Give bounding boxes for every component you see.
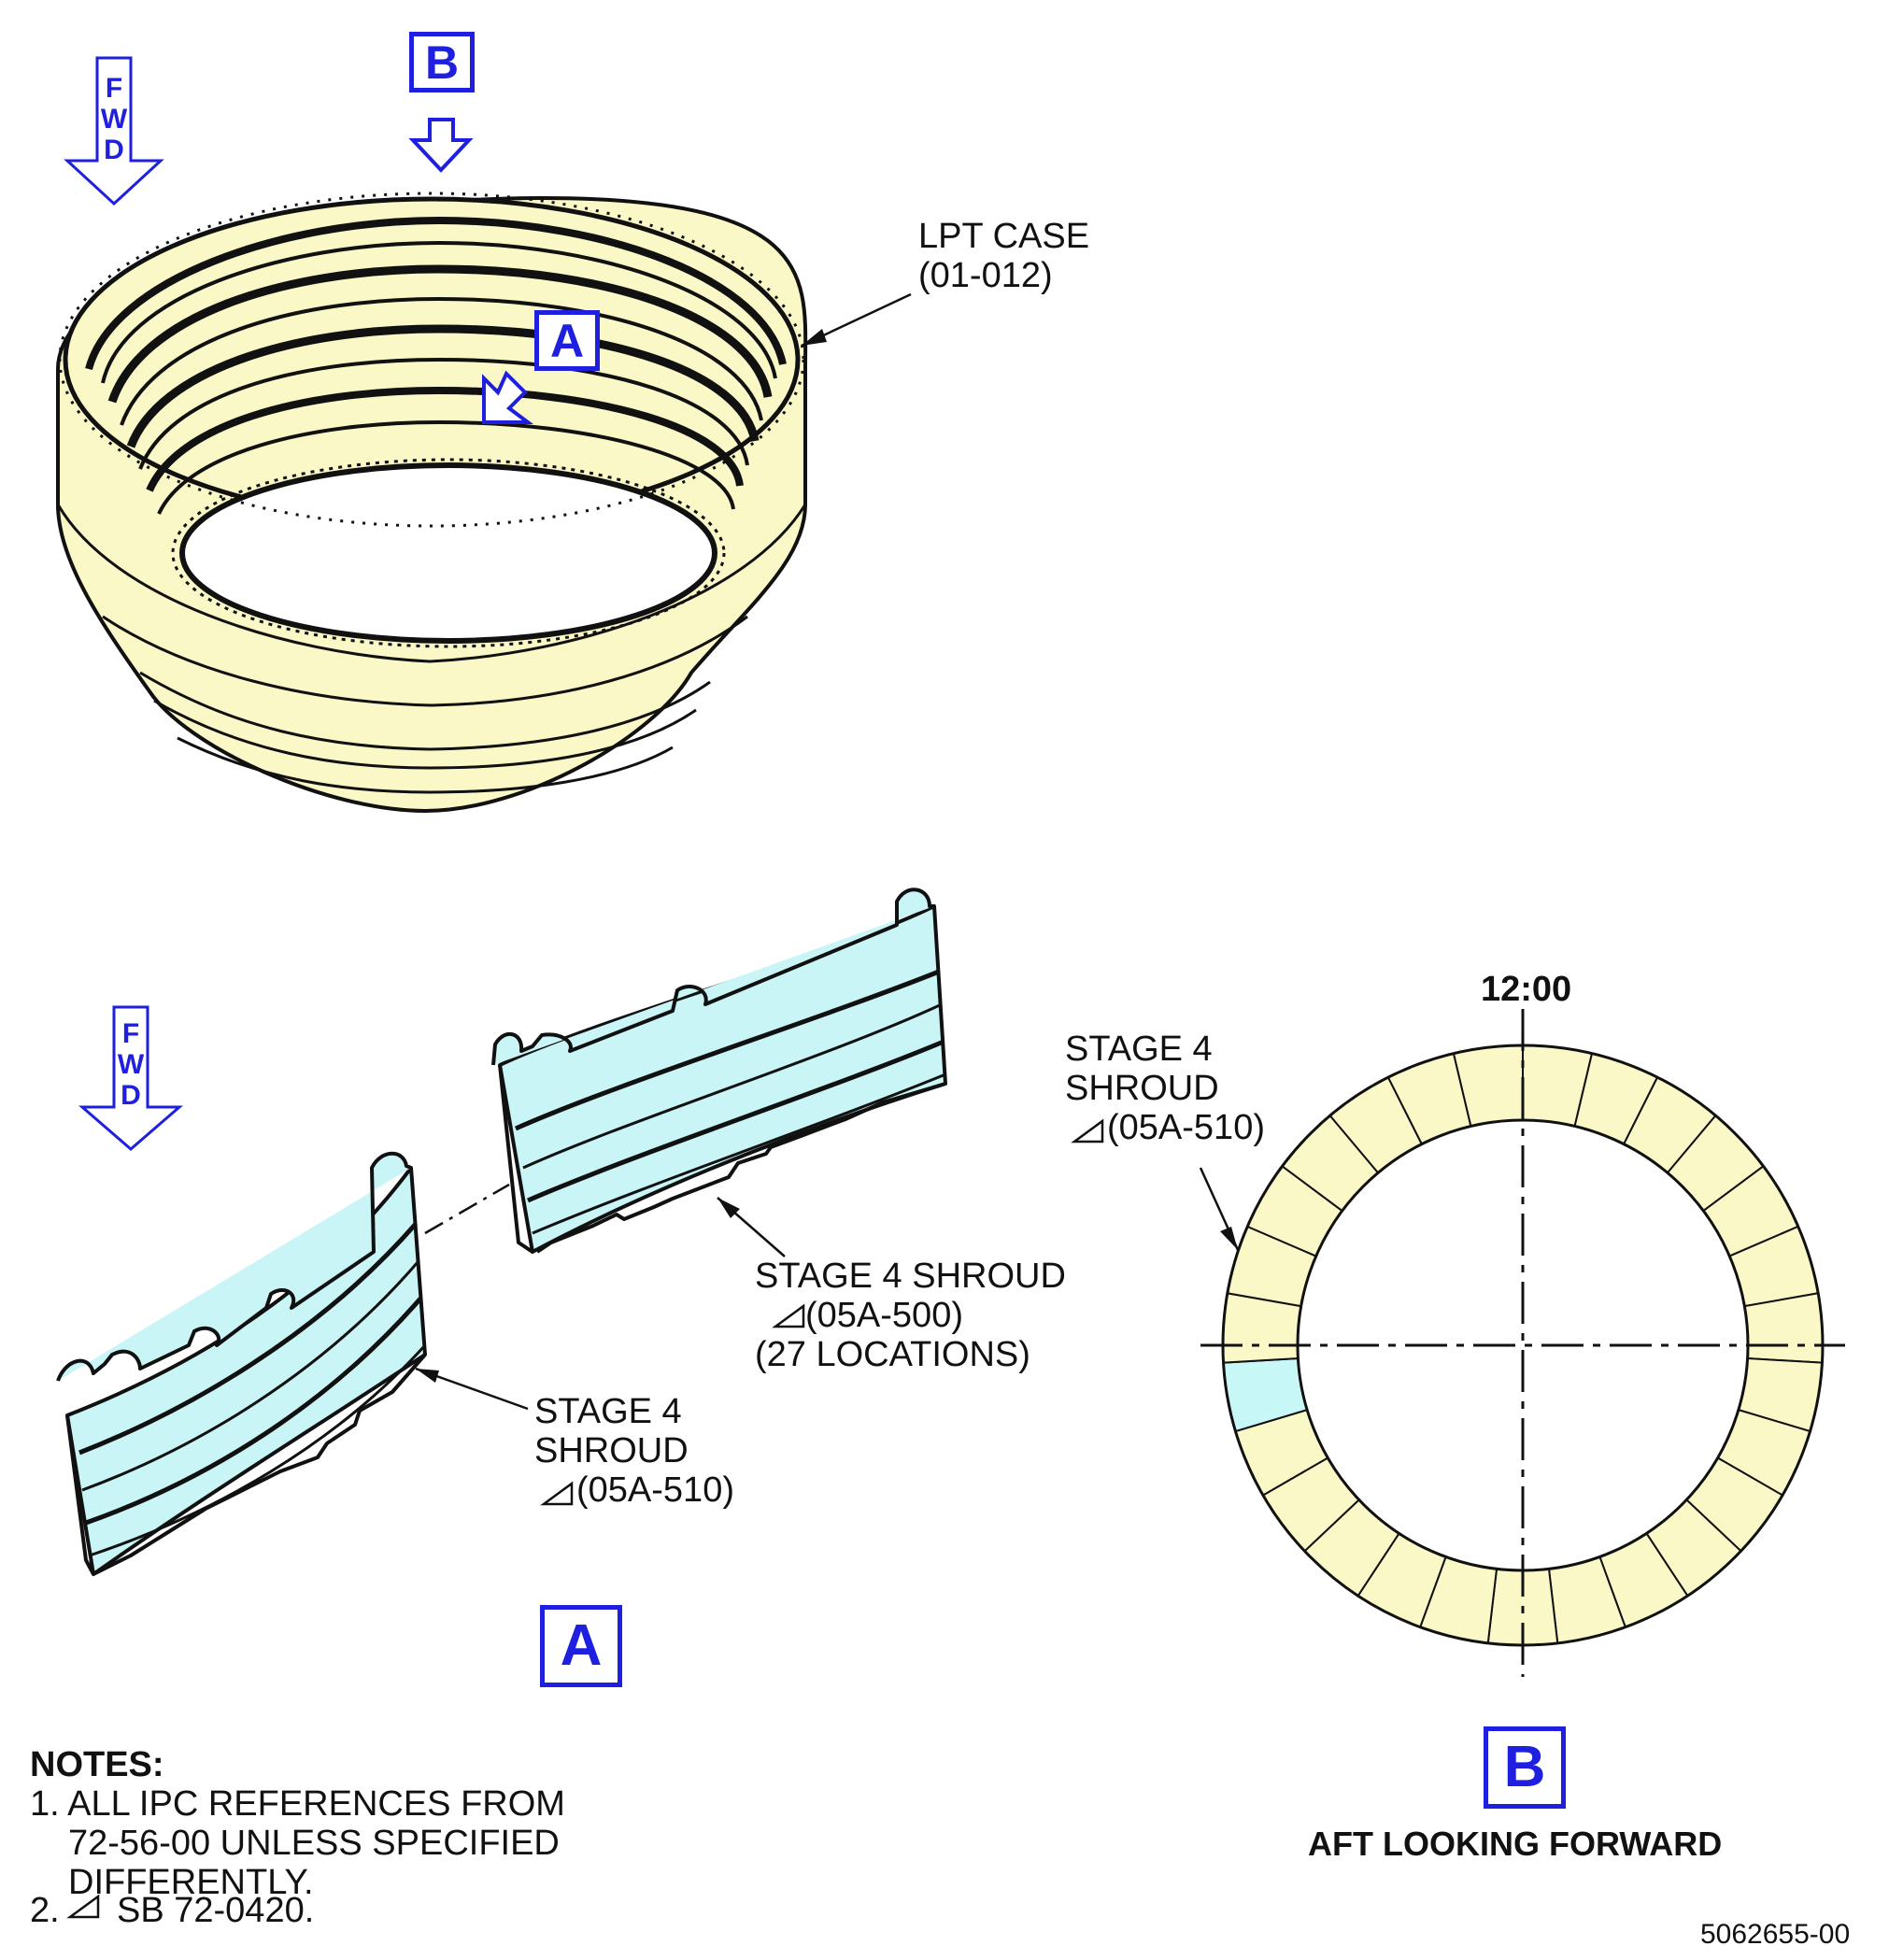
assembly-connector: [424, 1183, 510, 1235]
notes-title: NOTES:: [30, 1745, 164, 1784]
shroud-500-locations: (27 LOCATIONS): [755, 1335, 1030, 1374]
lpt-case-ref: (01-012): [918, 256, 1053, 295]
note-2-text: SB 72-0420.: [117, 1891, 315, 1930]
shroud-500-label: STAGE 4 SHROUD: [755, 1257, 1066, 1296]
clock-12-label: 12:00: [1481, 970, 1572, 1009]
stage4-shroud-500-illustration: [491, 888, 947, 1254]
drawing-number: 5062655-00: [1700, 1919, 1851, 1950]
ring-segment: [1743, 1292, 1824, 1364]
view-b-callout[interactable]: B: [409, 32, 475, 92]
view-a-label: A: [540, 1605, 622, 1687]
ring-shroud-510-ref: (05A-510): [1107, 1108, 1265, 1147]
shroud-510-ref: (05A-510): [576, 1470, 734, 1510]
ring-shroud-510-label-line1: STAGE 4: [1065, 1030, 1213, 1069]
view-a-arrow: [482, 370, 533, 424]
stage4-shroud-510-illustration: [56, 1151, 427, 1576]
view-b-arrow: [408, 118, 474, 173]
fwd-letter-f-top: F: [105, 73, 123, 104]
ring-shroud-510-label-line2: SHROUD: [1065, 1069, 1219, 1108]
shroud-ring-diagram: [1222, 1044, 1824, 1647]
view-a-callout[interactable]: A: [534, 310, 600, 371]
aft-looking-forward-caption: AFT LOOKING FORWARD: [1308, 1825, 1723, 1863]
fwd-letter-f-lower: F: [121, 1018, 140, 1049]
fwd-letter-w-lower: W: [117, 1049, 145, 1080]
lpt-case-illustration: [56, 192, 808, 814]
shroud-510-label-line2: SHROUD: [534, 1431, 689, 1470]
fwd-letter-w-top: W: [100, 104, 128, 135]
fwd-arrow-top: [64, 56, 164, 206]
lpt-case-label: LPT CASE: [918, 217, 1090, 256]
note-1-line3: DIFFERENTLY.: [68, 1863, 314, 1902]
note-1-line1: 1. ALL IPC REFERENCES FROM: [30, 1784, 565, 1824]
note-1-line2: 72-56-00 UNLESS SPECIFIED: [68, 1824, 560, 1863]
view-b-label: B: [1484, 1726, 1566, 1809]
fwd-arrow-lower: [78, 1005, 184, 1151]
shroud-500-ref: (05A-500): [805, 1296, 963, 1335]
shroud-510-label-line1: STAGE 4: [534, 1392, 682, 1431]
fwd-letter-d-lower: D: [121, 1080, 141, 1111]
note-2-number: 2.: [30, 1891, 60, 1930]
fwd-letter-d-top: D: [104, 135, 124, 165]
